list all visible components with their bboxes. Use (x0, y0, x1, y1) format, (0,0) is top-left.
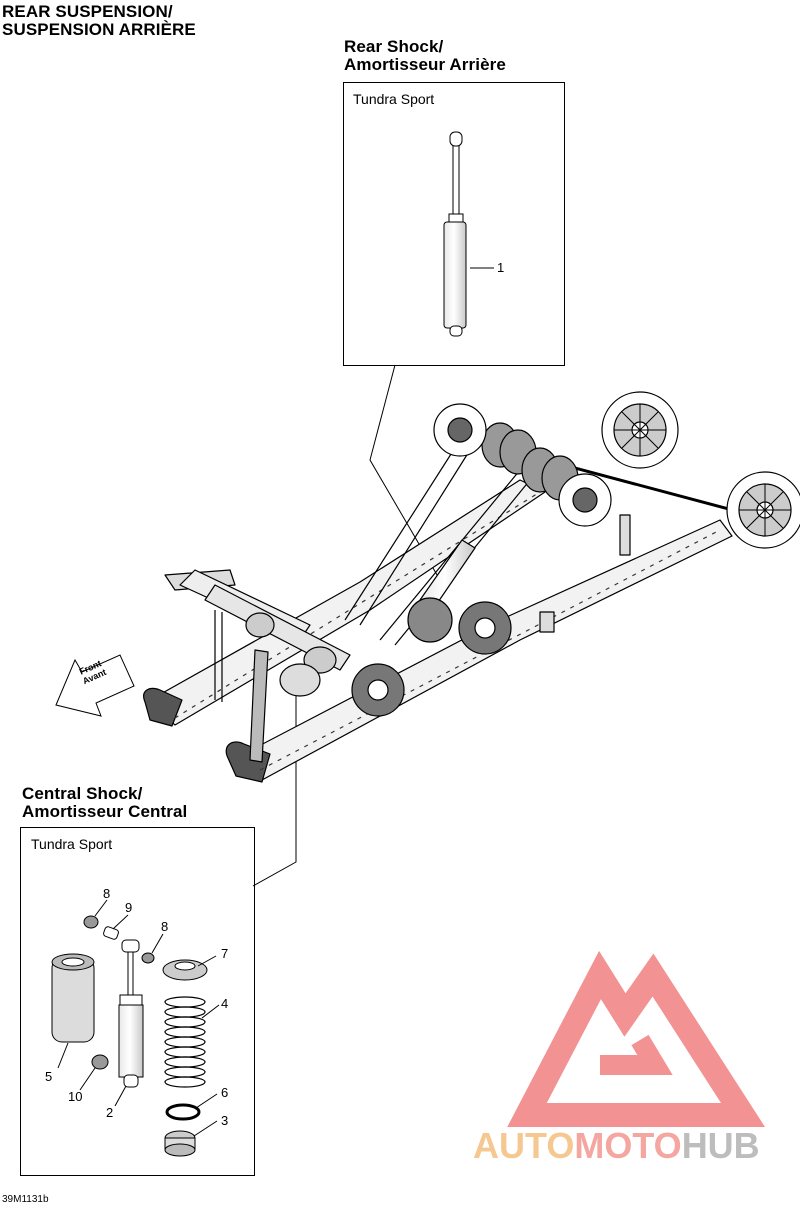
callout-central-6: 6 (221, 1085, 229, 1100)
automotohub-logo (507, 950, 765, 1127)
callout-central-10: 10 (68, 1089, 83, 1104)
watermark-moto: MOTO (574, 1125, 682, 1166)
rear-shock-model: Tundra Sport (353, 91, 435, 107)
callout-central-4: 4 (221, 996, 229, 1011)
front-arrow (55, 654, 135, 717)
rear-shock-title-line1: Rear Shock/ (344, 37, 444, 56)
callout-central-8a: 8 (103, 886, 111, 901)
watermark-hub: HUB (681, 1125, 760, 1166)
central-shock-parts (51, 915, 208, 1157)
central-shock-title-line2: Amortisseur Central (22, 802, 188, 821)
automotohub-watermark: AUTOMOTOHUB (473, 1125, 760, 1167)
page-title-line2: SUSPENSION ARRIÈRE (2, 20, 196, 39)
rear-shock-illustration (443, 131, 494, 337)
diagram-code: 39M1131b (2, 1194, 49, 1205)
central-shock-title-line1: Central Shock/ (22, 784, 143, 803)
callout-central-7: 7 (221, 946, 229, 961)
callout-central-8b: 8 (161, 919, 169, 934)
callout-central-9: 9 (125, 900, 133, 915)
watermark-auto: AUTO (473, 1125, 575, 1166)
callout-central-3: 3 (221, 1113, 229, 1128)
rear-shock-title-line2: Amortisseur Arrière (344, 55, 506, 74)
rear-shock-title: Rear Shock/ Amortisseur Arrière (344, 38, 506, 74)
central-shock-model: Tundra Sport (31, 836, 113, 852)
callout-leaders (57, 899, 220, 1137)
page-title-line1: REAR SUSPENSION/ (2, 2, 173, 21)
suspension-assembly (143, 391, 800, 783)
callout-central-2: 2 (106, 1105, 114, 1120)
central-shock-title: Central Shock/ Amortisseur Central (22, 785, 187, 821)
callout-rear-1: 1 (497, 260, 505, 275)
callout-central-5: 5 (45, 1069, 53, 1084)
page-title: REAR SUSPENSION/ SUSPENSION ARRIÈRE (2, 3, 196, 39)
